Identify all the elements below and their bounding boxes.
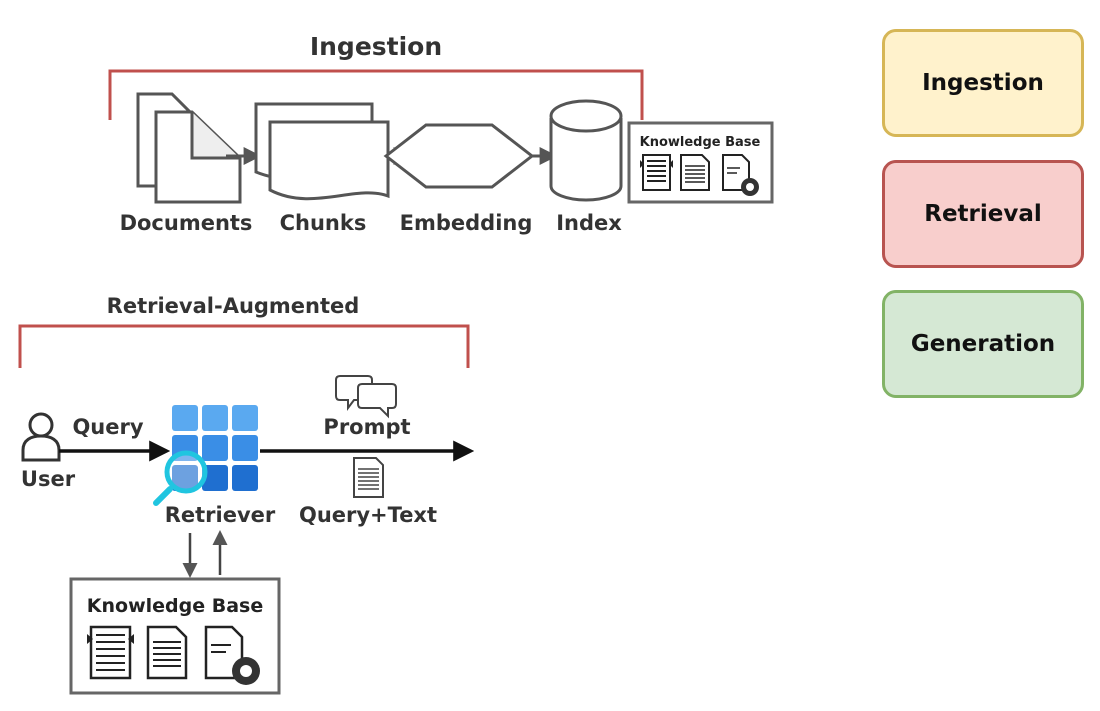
chat-bubbles-icon bbox=[335, 375, 397, 419]
index-icon bbox=[549, 99, 623, 202]
legend-retrieval: Retrieval bbox=[882, 160, 1084, 268]
user-label: User bbox=[21, 467, 76, 491]
documents-icon bbox=[136, 92, 242, 204]
kb-large-document-icon-2 bbox=[146, 625, 188, 680]
legend-ingestion-label: Ingestion bbox=[922, 70, 1044, 96]
ingestion-title: Ingestion bbox=[310, 32, 442, 61]
kb-small-document-icon-2 bbox=[680, 154, 710, 191]
rag-title: Retrieval-Augmented bbox=[107, 294, 360, 318]
rag-bracket bbox=[18, 324, 470, 368]
knowledge-base-large: Knowledge Base bbox=[69, 577, 281, 695]
user-icon bbox=[21, 412, 61, 462]
retriever-icon bbox=[153, 405, 258, 506]
knowledge-base-large-title: Knowledge Base bbox=[87, 595, 263, 617]
kb-large-document-icon-1 bbox=[87, 625, 134, 680]
embedding-icon bbox=[383, 123, 535, 189]
query-text-label: Query+Text bbox=[299, 503, 437, 527]
kb-small-document-icon-1 bbox=[640, 154, 673, 191]
ingestion-bracket bbox=[108, 69, 644, 120]
legend-generation-label: Generation bbox=[910, 331, 1056, 357]
legend-ingestion: Ingestion bbox=[882, 29, 1084, 137]
kb-large-document-settings-icon bbox=[204, 625, 260, 685]
knowledge-base-small: Knowledge Base bbox=[627, 121, 774, 204]
chunks-icon bbox=[254, 102, 390, 201]
query-label: Query bbox=[72, 415, 143, 439]
kb-small-document-settings-icon bbox=[722, 154, 759, 196]
index-label: Index bbox=[556, 211, 622, 235]
legend-retrieval-label: Retrieval bbox=[924, 201, 1042, 227]
embedding-label: Embedding bbox=[400, 211, 533, 235]
documents-label: Documents bbox=[120, 211, 253, 235]
chunks-label: Chunks bbox=[280, 211, 367, 235]
document-icon bbox=[353, 457, 384, 498]
prompt-label: Prompt bbox=[323, 415, 410, 439]
knowledge-base-small-title: Knowledge Base bbox=[640, 135, 761, 150]
legend-generation: Generation bbox=[882, 290, 1084, 398]
retriever-label: Retriever bbox=[165, 503, 276, 527]
